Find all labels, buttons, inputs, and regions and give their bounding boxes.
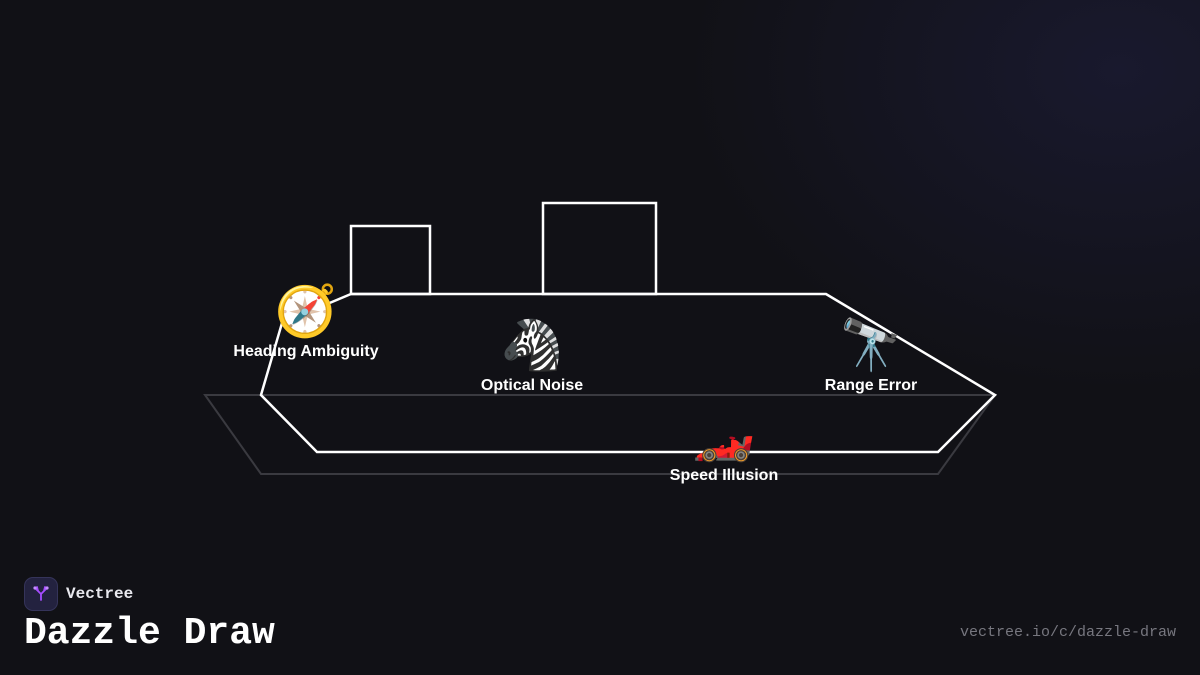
ship-shadow-outline bbox=[203, 394, 997, 475]
marker-range-error: 🔭 Range Error bbox=[781, 316, 961, 396]
racing-car-icon: 🏎️ bbox=[692, 406, 756, 464]
ship-hull-outline bbox=[259, 292, 998, 454]
vectree-tree-logo-icon bbox=[24, 577, 58, 611]
telescope-icon: 🔭 bbox=[839, 316, 903, 374]
ship-funnel-right bbox=[541, 201, 658, 296]
marker-heading-ambiguity: 🧭 Heading Ambiguity bbox=[216, 282, 396, 362]
marker-label: Speed Illusion bbox=[669, 467, 779, 484]
brand: Vectree bbox=[24, 577, 133, 611]
page-url: vectree.io/c/dazzle-draw bbox=[959, 624, 1176, 641]
ship-funnel-left bbox=[349, 224, 432, 296]
marker-speed-illusion: 🏎️ Speed Illusion bbox=[634, 406, 814, 486]
compass-icon: 🧭 bbox=[274, 282, 338, 340]
zebra-icon: 🦓 bbox=[500, 316, 564, 374]
marker-label: Range Error bbox=[824, 377, 918, 394]
marker-optical-noise: 🦓 Optical Noise bbox=[442, 316, 622, 396]
brand-name: Vectree bbox=[66, 585, 134, 603]
marker-label: Optical Noise bbox=[480, 377, 584, 394]
page-title: Dazzle Draw bbox=[24, 612, 275, 655]
marker-label: Heading Ambiguity bbox=[233, 343, 379, 360]
